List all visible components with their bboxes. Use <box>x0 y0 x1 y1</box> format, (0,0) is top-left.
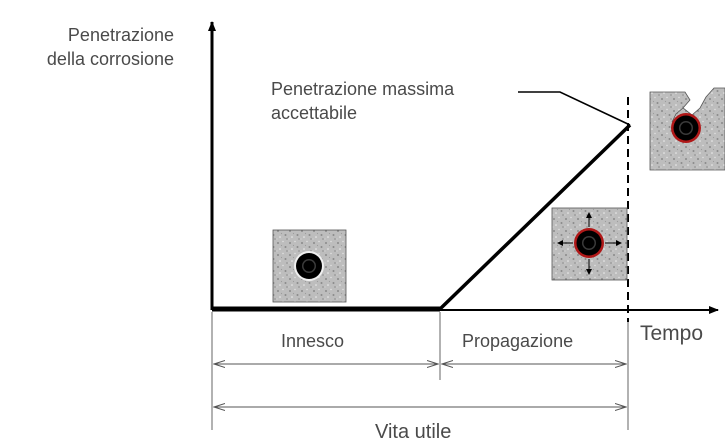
y-axis-label-line1: Penetrazione <box>67 25 174 45</box>
x-axis-label: Tempo <box>640 322 704 345</box>
concrete-specimen-propagation <box>551 207 628 281</box>
phase-propagation-label: Propagazione <box>462 331 574 351</box>
propagation-segment <box>438 123 632 311</box>
phase-initiation-label: Innesco <box>281 331 345 351</box>
max-penetration-label-line2: accettabile <box>271 103 358 123</box>
max-penetration-leader <box>518 91 631 126</box>
service-life-label: Vita utile <box>375 421 452 443</box>
concrete-specimen-intact <box>272 229 347 303</box>
concrete-specimen-cracked <box>649 87 725 171</box>
max-penetration-label-line1: Penetrazione massima <box>271 79 455 99</box>
y-axis-label-line2: della corrosione <box>46 49 174 69</box>
